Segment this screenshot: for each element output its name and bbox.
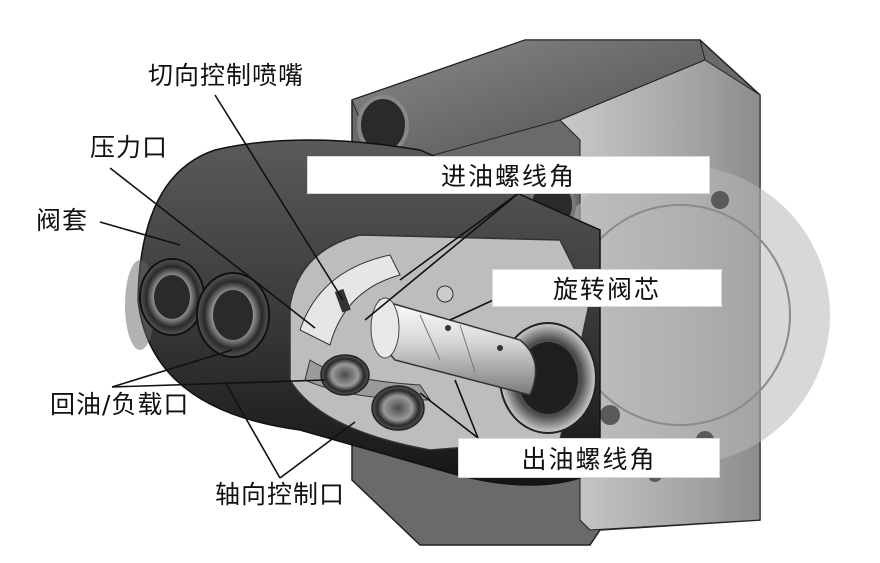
label-valve-sleeve: 阀套 — [36, 206, 89, 235]
port-right — [196, 272, 270, 358]
leader-outlet-helix-b — [454, 379, 479, 439]
leader-axial-control-b — [279, 421, 356, 479]
port-left — [139, 258, 205, 336]
label-rotary-spool: 旋转阀芯 — [492, 269, 722, 307]
leader-tangential-nozzle — [214, 94, 344, 301]
leader-lines — [99, 94, 521, 479]
label-axial-control-port: 轴向控制口 — [215, 480, 346, 509]
label-outlet-helix-angle: 出油螺线角 — [458, 438, 720, 478]
leader-axial-control-a — [224, 381, 281, 479]
leader-pressure-port — [109, 167, 316, 329]
label-return-load-port: 回油/负载口 — [50, 390, 190, 419]
label-tangential-nozzle: 切向控制喷嘴 — [148, 61, 305, 90]
rotary-spool-shape — [370, 285, 537, 396]
label-inlet-helix-angle: 进油螺线角 — [307, 156, 710, 194]
label-pressure-port: 压力口 — [90, 133, 169, 162]
leader-valve-sleeve — [99, 221, 181, 246]
leader-inlet-helix-b — [364, 191, 521, 321]
leader-inlet-helix-a — [399, 191, 521, 281]
leader-outlet-helix-a — [419, 392, 479, 439]
leader-return-load-b — [111, 379, 326, 388]
leader-return-load-a — [111, 349, 233, 388]
